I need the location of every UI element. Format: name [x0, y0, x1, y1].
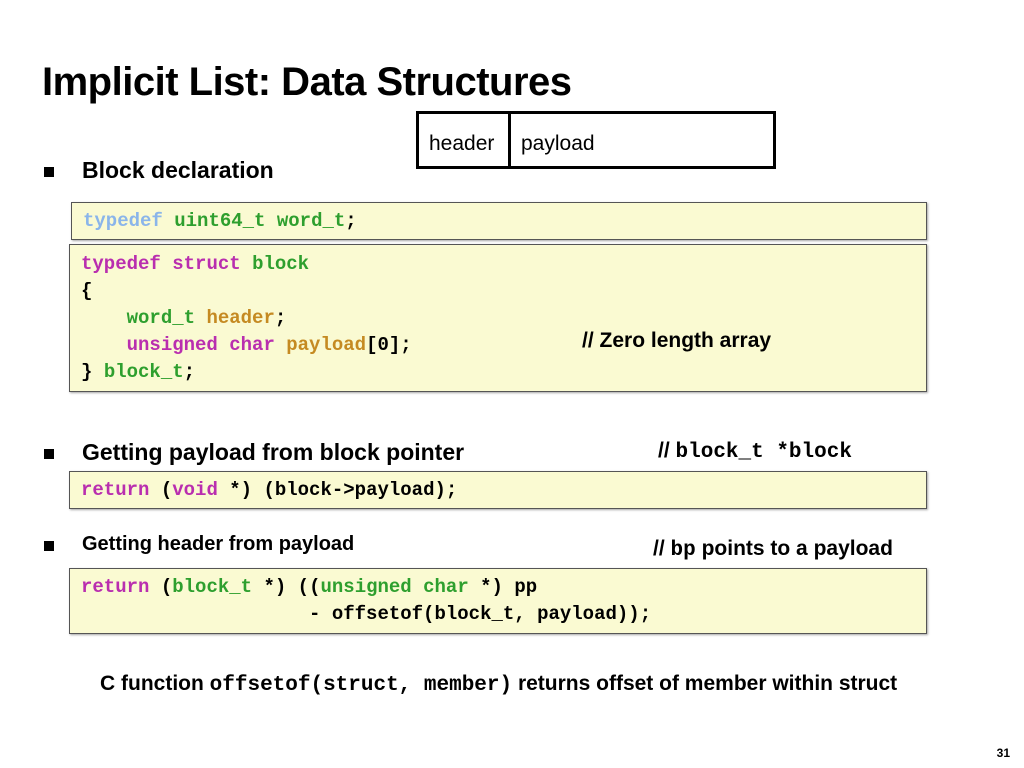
code-type: block: [252, 253, 310, 275]
code-punct: [0];: [366, 334, 412, 356]
code-space: [412, 576, 423, 598]
code-punct: (: [160, 479, 173, 501]
code-box-return-payload: return (void *) (block->payload);: [69, 471, 927, 509]
code-keyword: return: [81, 576, 150, 598]
code-indent: [81, 307, 127, 329]
code-line: unsigned char payload[0];: [81, 332, 926, 359]
comment-slashes: //: [658, 439, 670, 462]
page-number: 31: [996, 746, 1010, 760]
code-line: - offsetof(block_t, payload));: [81, 601, 926, 628]
footer-suffix: returns offset of member within struct: [517, 672, 898, 695]
comment-text: points to a payload: [701, 537, 893, 560]
comment-text: Zero length array: [599, 329, 772, 352]
comment-bp-payload: // bp points to a payload: [653, 537, 893, 562]
page-title: Implicit List: Data Structures: [42, 60, 572, 104]
code-punct: ;: [345, 210, 357, 232]
code-field: header: [206, 307, 275, 329]
code-expression: *) (block->payload);: [217, 479, 458, 501]
code-line: typedef uint64_t word_t;: [83, 208, 926, 235]
code-line: word_t header;: [81, 305, 926, 332]
code-type: block_t: [103, 361, 184, 383]
code-keyword: char: [229, 334, 275, 356]
code-punct: {: [81, 280, 93, 302]
comment-code: block_t *block: [675, 441, 852, 464]
diagram-payload-cell: payload: [521, 132, 595, 155]
bullet-square-icon: [44, 167, 54, 177]
bullet-square-icon: [44, 449, 54, 459]
code-indent: [81, 334, 127, 356]
footer-prefix: C function: [100, 672, 204, 695]
code-type: uint64_t: [174, 210, 266, 232]
comment-slashes: //: [582, 329, 594, 352]
code-field: payload: [286, 334, 367, 356]
code-keyword: typedef: [83, 210, 163, 232]
code-box-typedef-word: typedef uint64_t word_t;: [71, 202, 927, 240]
code-expression: *) pp: [468, 576, 538, 598]
code-expression: - offsetof(block_t, payload));: [81, 603, 652, 625]
section-get-payload: Getting payload from block pointer: [82, 439, 465, 465]
code-punct: ;: [274, 307, 287, 329]
code-type: char: [423, 576, 469, 598]
code-punct: }: [81, 361, 104, 383]
code-type: unsigned: [320, 576, 412, 598]
code-line: typedef struct block: [81, 251, 926, 278]
footer-code: offsetof(struct, member): [209, 674, 513, 697]
code-punct: (: [160, 576, 173, 598]
section-block-declaration: Block declaration: [82, 157, 274, 183]
code-line: {: [81, 278, 926, 305]
code-box-return-header: return (block_t *) ((unsigned char *) pp…: [69, 568, 927, 634]
code-keyword: struct: [172, 253, 241, 275]
comment-block-pointer: // block_t *block: [658, 439, 852, 464]
code-line: return (block_t *) ((unsigned char *) pp: [81, 574, 926, 601]
code-keyword: typedef: [81, 253, 161, 275]
code-box-struct-block: typedef struct block { word_t header; un…: [69, 244, 927, 392]
code-punct: *) ((: [252, 576, 321, 598]
bullet-square-icon: [44, 541, 54, 551]
comment-slashes: //: [653, 537, 665, 560]
code-keyword: unsigned: [126, 334, 218, 356]
code-type: word_t: [126, 307, 196, 329]
code-type: block_t: [172, 576, 253, 598]
code-line: return (void *) (block->payload);: [81, 477, 926, 504]
comment-zero-length-array: // Zero length array: [582, 329, 771, 353]
comment-code: bp: [670, 539, 696, 562]
section-get-header: Getting header from payload: [82, 533, 355, 555]
code-keyword: return: [81, 479, 150, 501]
code-punct: ;: [183, 361, 196, 383]
code-keyword: void: [172, 479, 218, 501]
code-type: word_t: [276, 210, 346, 232]
diagram-header-cell: header: [419, 114, 511, 166]
block-layout-diagram: header payload: [416, 111, 776, 169]
footer-offsetof-note: C function offsetof(struct, member) retu…: [100, 672, 897, 697]
code-line: } block_t;: [81, 359, 926, 386]
